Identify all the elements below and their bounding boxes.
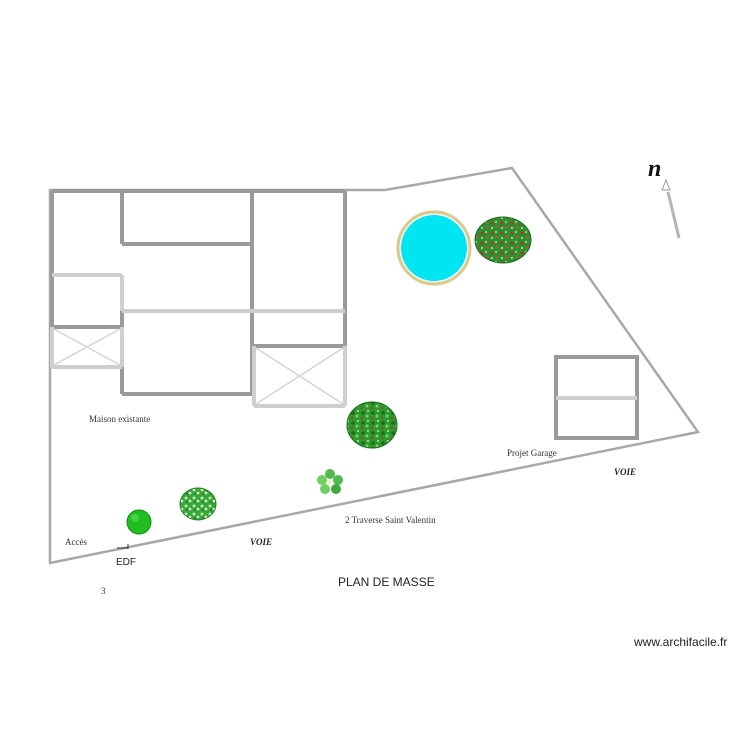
tree-icon: [346, 401, 398, 449]
tree-icon: [474, 216, 532, 264]
label-voie-left: VOIE: [250, 537, 272, 547]
label-number: 3: [101, 586, 106, 596]
label-projet-garage: Projet Garage: [507, 448, 557, 458]
edf-marker-icon: [117, 544, 129, 549]
label-maison-existante: Maison existante: [89, 414, 150, 424]
north-arrow-icon: [661, 178, 681, 239]
tree-icon: [317, 469, 343, 494]
label-acces: Accès: [65, 537, 87, 547]
tree-icon: [179, 487, 217, 521]
garage-project: [554, 355, 639, 440]
existing-house: [50, 189, 347, 408]
tree-icon: [126, 509, 152, 535]
label-edf: EDF: [116, 557, 136, 568]
website-credit: www.archifacile.fr: [633, 635, 727, 649]
parcel-boundary: [48, 166, 701, 565]
label-voie-right: VOIE: [614, 467, 636, 477]
label-address: 2 Traverse Saint Valentin: [345, 515, 436, 525]
swimming-pool-icon: [396, 210, 472, 286]
plan-title: PLAN DE MASSE: [338, 575, 435, 589]
north-label: n: [648, 156, 661, 182]
